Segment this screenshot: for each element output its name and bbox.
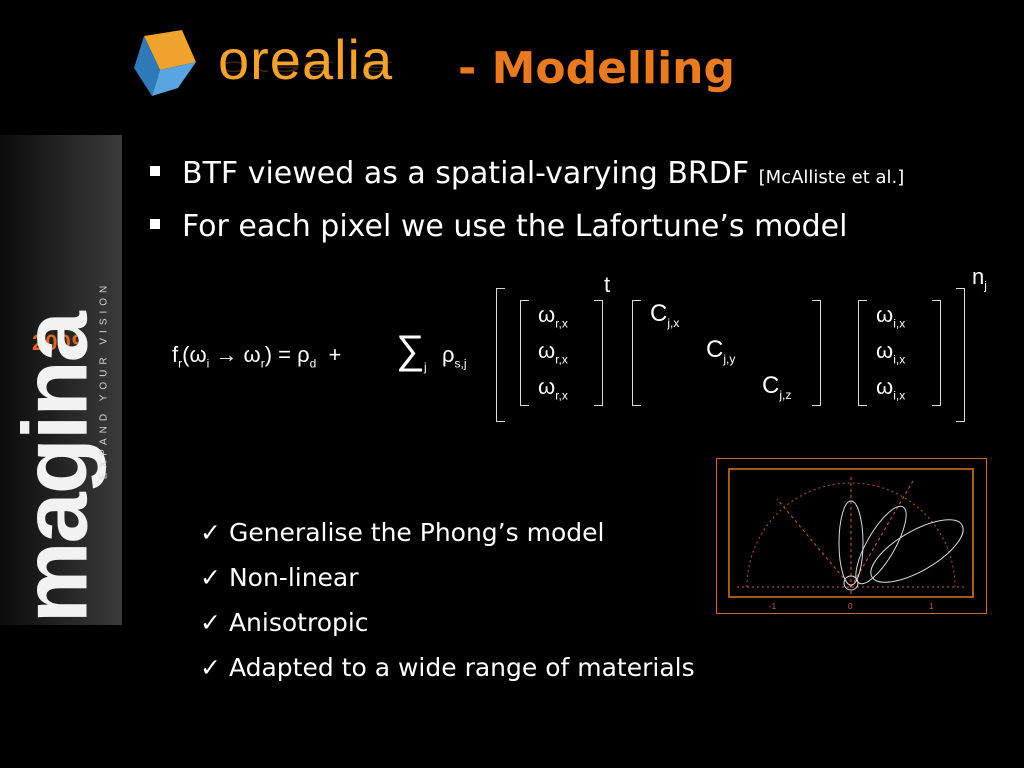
vec-i-bracket-right [932,300,941,406]
outer-bracket-right [956,288,965,422]
formula-sigma-sub: j [424,360,427,374]
slide-title: - Modelling [458,43,735,94]
plot-hemisphere [746,482,956,588]
outer-bracket-left [496,288,505,422]
banner-tagline: EXPAND YOUR VISION [98,280,110,480]
oregalia-logo: orealia [218,28,394,91]
plot-reflect-dir [850,480,914,588]
plot-incident-dir [776,498,852,588]
matrix-bracket-right [812,300,821,406]
check-text: Generalise the Phong’s model [228,518,605,547]
lafortune-formula: fr(ωi → ωr) = ρd + ∑ j ρs,j nj ωr,x ωr,x… [170,262,1010,432]
bullet-square-icon [150,218,160,229]
plot-frame [728,468,974,598]
check-icon: ✓ [200,518,221,547]
bullet-citation: [McAlliste et al.] [758,167,905,188]
brdf-lobe-figure: -1 0 1 [716,458,987,614]
formula-rho-s: ρs,j [442,342,467,371]
check-item: ✓Generalise the Phong’s model [200,518,604,547]
lobe-diffuse [838,500,864,586]
matrix-entry: Cj,x [650,300,680,330]
imagina-banner: 2009 imagina EXPAND YOUR VISION [0,135,122,625]
vec-i-entry: ωi,x [876,338,906,367]
lobe-base [843,575,859,591]
vec-r-entry: ωr,x [538,338,568,367]
formula-transpose: t [604,272,611,297]
cube-logo-icon [134,30,196,96]
bullet-item: BTF viewed as a spatial-varying BRDF [Mc… [150,156,904,191]
matrix-bracket-left [632,300,641,406]
banner-brand: imagina [4,313,107,625]
vec-i-entry: ωi,x [876,374,906,403]
vec-r-entry: ωr,x [538,302,568,331]
check-item: ✓Non-linear [200,563,359,592]
check-text: Anisotropic [228,608,369,637]
matrix-entry: Cj,z [762,372,792,402]
tick-label: -1 [769,602,777,611]
lobe-mid [855,505,907,585]
check-item: ✓Adapted to a wide range of materials [200,653,695,682]
vec-r-bracket-left [520,300,529,406]
bullet-square-icon [150,165,160,176]
vec-r-entry: ωr,x [538,374,568,403]
vec-i-entry: ωi,x [876,302,906,331]
tick-label: 0 [848,602,853,611]
check-icon: ✓ [200,653,221,682]
check-text: Adapted to a wide range of materials [228,653,695,682]
bullet-text: BTF viewed as a spatial-varying BRDF [182,156,759,191]
vec-i-bracket-left [858,300,867,406]
check-icon: ✓ [200,563,221,592]
oregalia-logo-reflection: orealia [218,57,394,80]
check-icon: ✓ [200,608,221,637]
vec-r-bracket-right [594,300,603,406]
bullet-text: For each pixel we use the Lafortune’s mo… [182,209,848,244]
brdf-lobe-plot: -1 0 1 [728,468,974,611]
formula-exponent: nj [972,264,987,293]
check-item: ✓Anisotropic [200,608,369,637]
bullet-item: For each pixel we use the Lafortune’s mo… [150,209,847,244]
check-text: Non-linear [228,563,359,592]
formula-sigma: ∑ [396,328,425,372]
lobe-specular [870,519,964,583]
formula-lhs: fr(ωi → ωr) = ρd + [172,342,342,371]
tick-label: 1 [929,602,934,611]
banner-year: 2009 [32,330,85,355]
matrix-entry: Cj,y [706,336,736,366]
